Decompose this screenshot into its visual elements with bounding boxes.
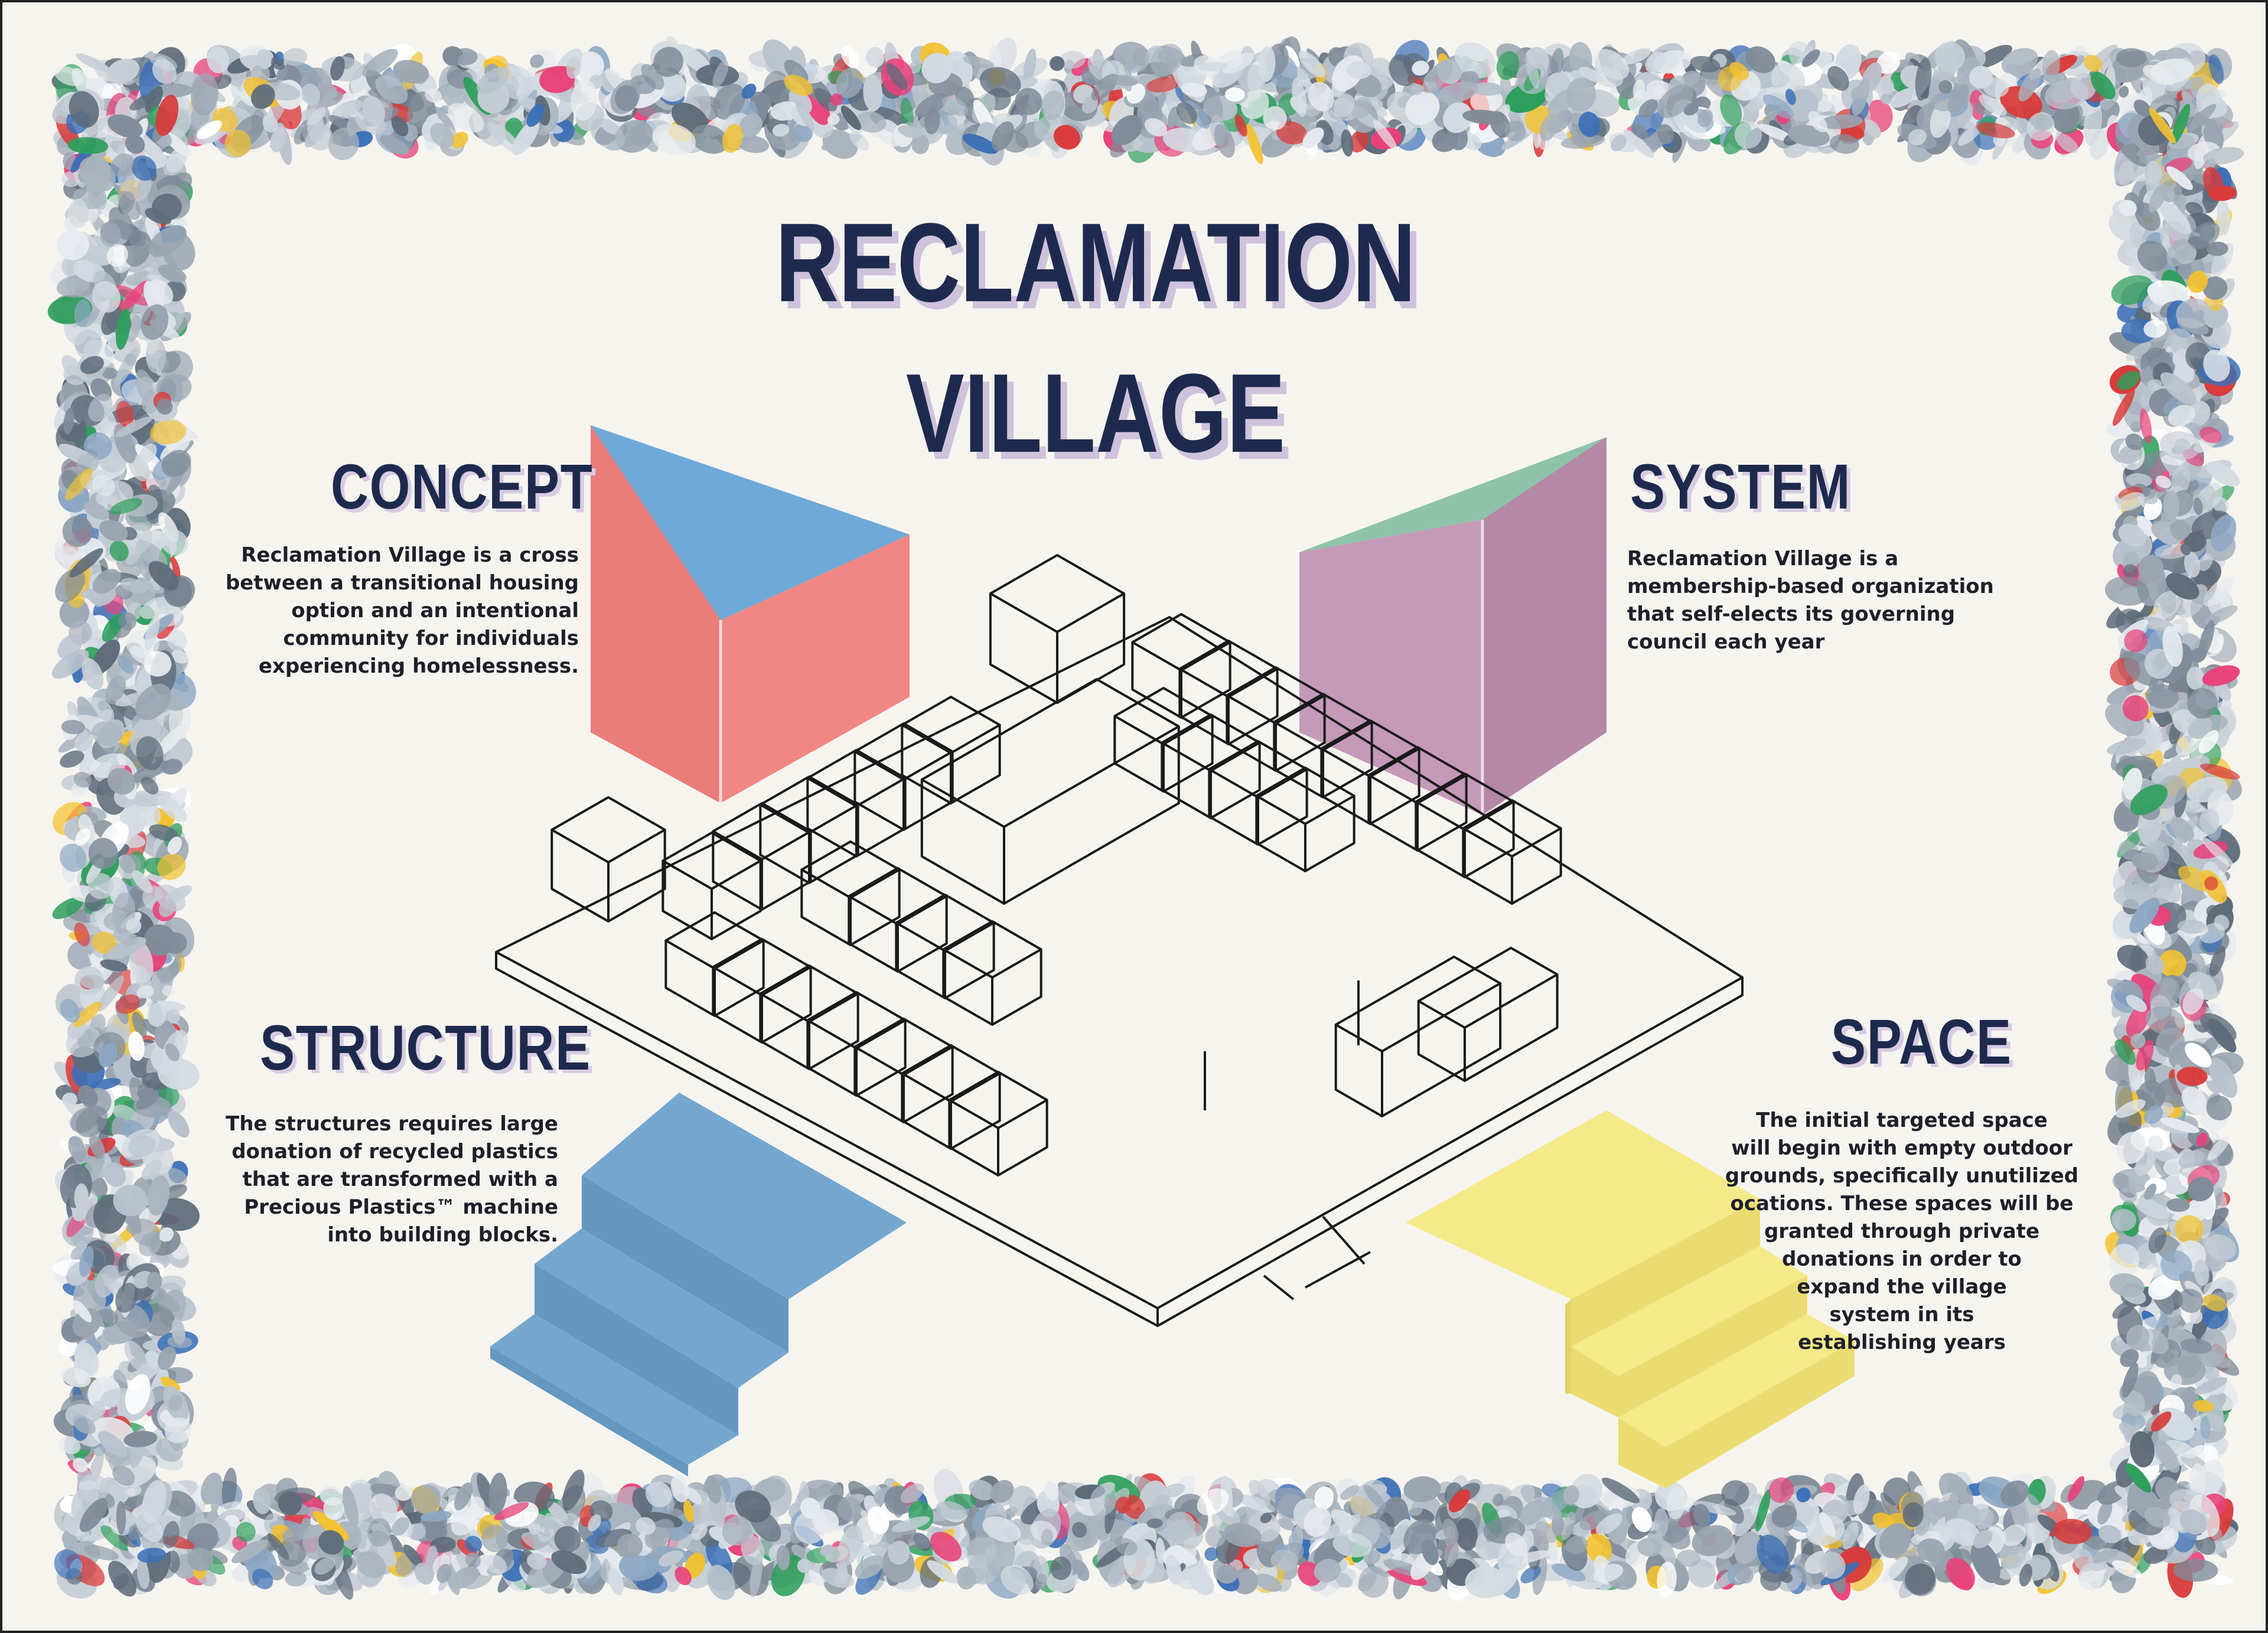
plastic-bottle-piece — [1298, 51, 1325, 77]
plastic-bottle-piece — [1412, 60, 1429, 76]
plastic-bottle-piece — [1015, 87, 1042, 115]
plastic-bottle-piece — [2208, 54, 2224, 84]
plastic-bottle-piece — [2001, 48, 2038, 76]
plastic-bottle-piece — [2056, 133, 2078, 154]
plastic-bottle-piece — [1389, 54, 1418, 86]
plastic-bottle-piece — [512, 120, 540, 155]
plastic-bottle-piece — [1624, 129, 1654, 158]
plastic-bottle-piece — [900, 97, 914, 129]
plastic-bottle-piece — [1550, 48, 1564, 77]
plastic-bottle-piece — [472, 105, 507, 146]
plastic-bottle-piece — [1771, 63, 1806, 96]
plastic-bottle-piece — [615, 120, 654, 153]
plastic-bottle-piece — [1801, 49, 1820, 67]
plastic-bottle-piece — [1023, 48, 1037, 83]
plastic-bottle-piece — [1308, 82, 1334, 112]
plastic-bottle-piece — [617, 1533, 643, 1559]
plastic-bottle-piece — [804, 87, 830, 125]
plastic-bottle-piece — [712, 83, 746, 120]
plastic-bottle-piece — [1146, 77, 1179, 93]
plastic-bottle-piece — [1719, 122, 1734, 147]
plastic-bottle-piece — [1284, 45, 1300, 70]
plastic-bottle-piece — [1059, 50, 1086, 69]
plastic-bottle-piece — [793, 123, 813, 142]
plastic-bottle-piece — [1405, 91, 1440, 125]
plastic-bottle-piece — [76, 53, 110, 73]
plastic-bottle-piece — [1890, 87, 1918, 108]
plastic-bottle-piece — [375, 75, 408, 104]
plastic-bottle-piece — [2163, 490, 2180, 521]
plastic-bottle-piece — [207, 46, 229, 74]
plastic-bottle-piece — [1454, 42, 1496, 79]
plastic-bottle-piece — [1246, 123, 1263, 165]
plastic-bottle-piece — [772, 123, 790, 137]
plastic-bottle-piece — [146, 1272, 162, 1290]
plastic-bottle-piece — [1652, 85, 1666, 99]
plastic-bottle-piece — [1876, 51, 1900, 74]
plastic-bottle-piece — [866, 47, 885, 68]
plastic-bottle-piece — [1681, 72, 1700, 87]
plastic-bottle-piece — [2053, 102, 2080, 133]
plastic-bottle-piece — [552, 119, 575, 142]
plastic-bottle-piece — [1350, 130, 1368, 153]
plastic-bottle-piece — [1863, 119, 1881, 138]
plastic-bottle-piece — [914, 93, 948, 118]
recycled-plastic-frame — [47, 36, 2244, 1601]
plastic-bottle-piece — [641, 64, 664, 90]
plastic-bottle-piece — [1958, 123, 1983, 146]
plastic-bottle-piece — [1657, 124, 1674, 145]
plastic-bottle-piece — [690, 124, 729, 154]
plastic-bottle-piece — [331, 99, 364, 120]
plastic-bottle-piece — [944, 122, 959, 138]
plastic-bottle-piece — [911, 133, 929, 155]
plastic-bottle-piece — [1341, 129, 1354, 157]
plastic-bottle-piece — [1203, 87, 1223, 122]
plastic-bottle-piece — [2116, 48, 2147, 68]
plastic-bottle-piece — [1745, 46, 1775, 73]
plastic-bottle-piece — [1632, 79, 1645, 102]
plastic-bottle-piece — [451, 132, 468, 148]
plastic-bottle-piece — [106, 58, 139, 84]
plastic-bottle-piece — [657, 73, 687, 102]
plastic-bottle-piece — [1622, 48, 1651, 65]
plastic-bottle-piece — [1827, 66, 1849, 91]
plastic-bottle-piece — [1270, 1549, 1299, 1571]
plastic-bottle-piece — [575, 51, 604, 80]
plastic-bottle-piece — [1081, 96, 1099, 114]
plastic-bottle-piece — [1167, 106, 1179, 128]
